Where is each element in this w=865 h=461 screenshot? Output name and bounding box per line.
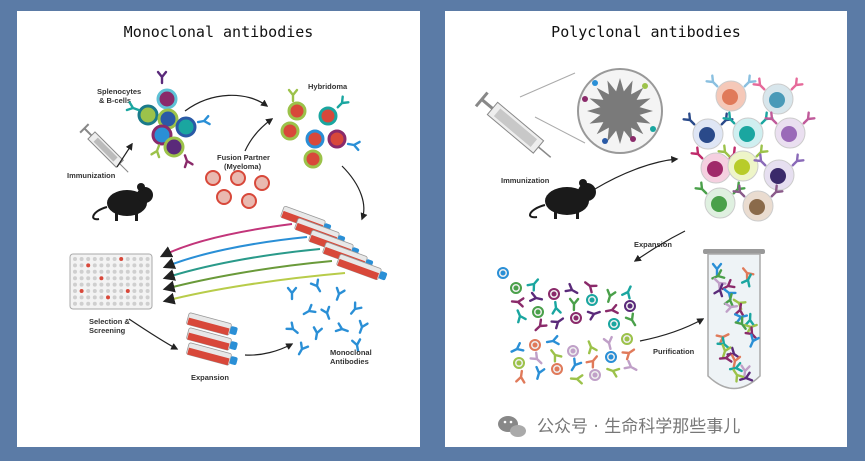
- culture-flask-icon: [279, 205, 389, 284]
- splenocytes-label: Splenocytes: [97, 87, 141, 96]
- expansion-label-right: Expansion: [634, 240, 672, 249]
- expansion-flask-icon: [185, 312, 240, 368]
- polyclonal-title: Polyclonal antibodies: [551, 23, 741, 41]
- wechat-icon: [498, 416, 526, 437]
- polyclonal-diagram: Immunization Expansion Purification 公众号 …: [474, 68, 816, 437]
- monoclonal-panel: Monoclonal antibodies: [17, 11, 420, 447]
- expanded-cells-antibodies: [497, 267, 640, 385]
- syringe-icon: [79, 123, 129, 173]
- fusion-partner-label: Fusion Partner: [217, 153, 270, 162]
- immunization-label: Immunization: [67, 171, 116, 180]
- hybridoma-cells: [280, 88, 361, 169]
- antigen-zoom: [577, 68, 663, 154]
- monoclonal-title: Monoclonal antibodies: [123, 23, 314, 41]
- watermark-text: 公众号 · 生命科学那些事儿: [537, 417, 740, 437]
- b-cell-population: [682, 74, 816, 222]
- monoclonal-antibodies: [285, 278, 369, 358]
- fusion-partner-label-2: (Myeloma): [224, 162, 262, 171]
- syringe-icon: [474, 91, 552, 158]
- mouse-icon: [92, 183, 153, 221]
- well-plate-icon: [69, 253, 153, 310]
- immunization-label-right: Immunization: [501, 176, 550, 185]
- purification-label: Purification: [653, 347, 695, 356]
- expansion-label: Expansion: [191, 373, 229, 382]
- mouse-icon: [529, 179, 596, 219]
- hybridoma-label: Hybridoma: [308, 82, 348, 91]
- mabs-label: Monoclonal: [330, 348, 372, 357]
- test-tube-icon: [703, 249, 765, 390]
- myeloma-cells: [205, 170, 270, 209]
- selection-label-2: Screening: [89, 326, 126, 335]
- splenocytes-label-2: & B-cells: [99, 96, 131, 105]
- b-cell-cluster: [125, 70, 211, 169]
- screening-arrows: [159, 223, 346, 305]
- mabs-label-2: Antibodies: [330, 357, 369, 366]
- polyclonal-panel: Polyclonal antibodies: [445, 11, 847, 447]
- watermark: 公众号 · 生命科学那些事儿: [498, 416, 740, 437]
- selection-label: Selection &: [89, 317, 130, 326]
- monoclonal-diagram: Immunization Splenocytes & B-cells Fusio…: [67, 70, 389, 382]
